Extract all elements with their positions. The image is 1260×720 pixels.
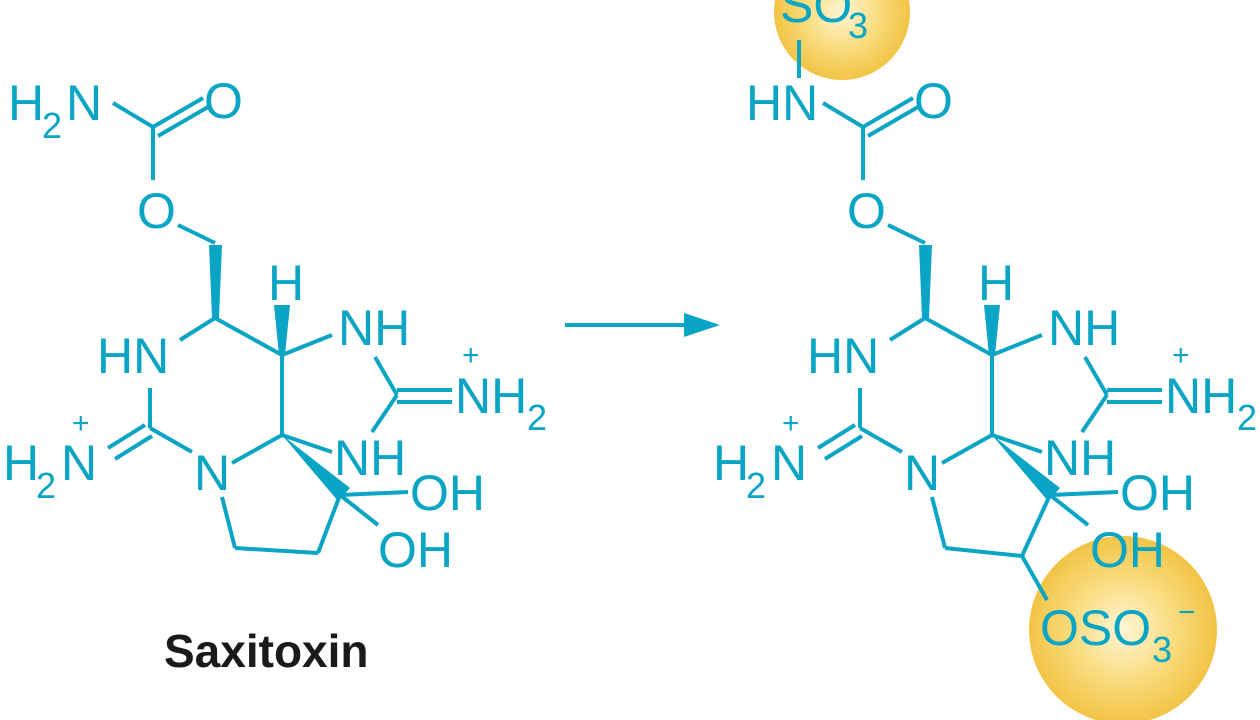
saxitoxin-structure: H 2 N O O H HN NH + NH 2 H 2 N + N NH OH… (3, 73, 547, 677)
iminium-sub-right: 2 (527, 397, 547, 438)
sulfate-oso: OSO (1040, 600, 1151, 656)
amide-h2n-h: H (8, 75, 44, 131)
ring-nh-bottom-right: NH (1044, 430, 1116, 486)
iminium-plus-left: + (72, 407, 90, 440)
right-wedge-h (984, 305, 1000, 355)
sulfate-sub: 3 (1152, 629, 1172, 670)
left-wedge-junction (282, 435, 350, 501)
ring-n-right: N (904, 445, 940, 501)
amide-h2n-n: N (66, 75, 102, 131)
ring-hn: HN (97, 328, 169, 384)
right-bonds (797, 40, 1162, 601)
carbamate-hn: HN (746, 75, 818, 131)
sulfonate-sub: 3 (848, 5, 868, 46)
left-wedge-h (274, 305, 290, 355)
ring-nh-top-right: NH (1048, 300, 1120, 356)
iminium-n-left-2: N (771, 435, 807, 491)
left-wedge-ch2 (209, 245, 222, 318)
hydroxyl-2: OH (378, 522, 453, 578)
stereo-hydrogen-right: H (978, 255, 1014, 311)
stereo-hydrogen: H (268, 255, 304, 311)
iminium-nh-right-2: NH (1165, 368, 1237, 424)
carbonyl-oxygen: O (204, 73, 243, 129)
sulfated-derivative-structure: SO 3 HN O O H HN NH + NH 2 H 2 N + N NH … (713, 0, 1257, 720)
iminium-h-left: H (3, 435, 39, 491)
ring-nh-top: NH (338, 300, 410, 356)
sulfonate-highlight-top (774, 0, 910, 80)
sulfate-minus: − (1178, 596, 1196, 629)
hydroxyl-1: OH (410, 465, 485, 521)
compound-name: Saxitoxin (164, 625, 369, 677)
iminium-plus-right: + (462, 339, 480, 372)
right-wedge-junction (992, 435, 1060, 501)
amide-h2n-sub: 2 (42, 105, 62, 146)
iminium-sub-right-2: 2 (1237, 397, 1257, 438)
left-bonds (106, 96, 452, 555)
sulfonate-so: SO (780, 0, 852, 33)
iminium-sub-left-2: 2 (746, 465, 766, 506)
ester-oxygen: O (137, 183, 176, 239)
ring-n: N (194, 445, 230, 501)
ring-hn-right: HN (807, 328, 879, 384)
carbonyl-oxygen-right: O (914, 73, 953, 129)
iminium-sub-left: 2 (36, 465, 56, 506)
hydroxyl-1-right: OH (1120, 465, 1195, 521)
iminium-nh-right: NH (455, 368, 527, 424)
hydroxyl-2-right: OH (1090, 522, 1165, 578)
sulfate-highlight-bottom (1029, 536, 1217, 720)
reaction-arrow (565, 313, 720, 337)
iminium-plus-right-2: + (1172, 339, 1190, 372)
ester-oxygen-right: O (847, 183, 886, 239)
iminium-n-left: N (61, 435, 97, 491)
iminium-plus-left-2: + (782, 407, 800, 440)
ring-nh-bottom: NH (334, 430, 406, 486)
right-wedge-ch2 (919, 245, 932, 318)
iminium-h-left-2: H (713, 435, 749, 491)
